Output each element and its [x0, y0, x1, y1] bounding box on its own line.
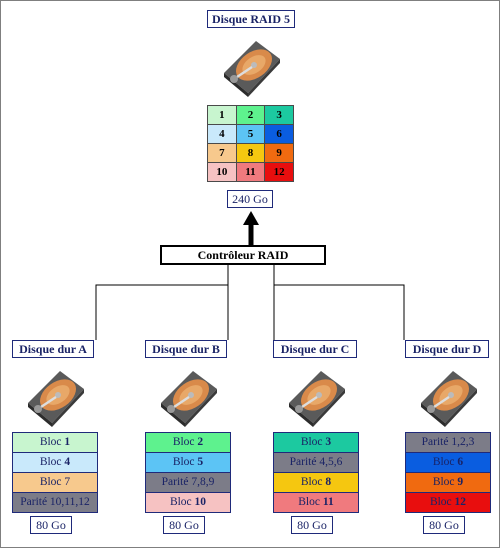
hard-disk-icon: [421, 371, 477, 427]
raid-cell: 11: [235, 162, 266, 182]
raid-cell: 9: [264, 143, 294, 163]
block-row: Bloc 8: [274, 473, 358, 493]
disk-title: Disque dur D: [405, 340, 489, 358]
disk-capacity: 80 Go: [30, 516, 72, 534]
raid-cell: 5: [235, 124, 266, 144]
hard-disk-icon: [28, 371, 84, 427]
block-row: Bloc 7: [13, 473, 97, 493]
raid-title: Disque RAID 5: [207, 10, 295, 28]
block-row: Bloc 2: [146, 433, 230, 453]
raid-cell: 10: [207, 162, 237, 182]
disk-capacity: 80 Go: [423, 516, 465, 534]
block-row: Bloc 12: [406, 493, 490, 512]
raid-block-grid: 1 2 3 4 5 6 7 8 9 10 11 12: [207, 105, 294, 182]
disk-capacity: 80 Go: [163, 516, 205, 534]
arrow-head: [243, 211, 259, 225]
block-row: Bloc 4: [13, 453, 97, 473]
block-row: Bloc 11: [274, 493, 358, 512]
raid-cell: 7: [207, 143, 237, 163]
block-row: Bloc 10: [146, 493, 230, 512]
raid-controller: Contrôleur RAID: [160, 245, 326, 265]
hard-disk-icon: [289, 371, 345, 427]
disk-title: Disque dur B: [145, 340, 227, 358]
block-row: Bloc 5: [146, 453, 230, 473]
raid-cell: 6: [264, 124, 294, 144]
hard-disk-icon: [224, 41, 280, 97]
raid-capacity: 240 Go: [227, 190, 273, 208]
disk-title: Disque dur C: [273, 340, 357, 358]
hard-disk-icon: [161, 371, 217, 427]
raid-cell: 1: [207, 105, 237, 125]
raid-cell: 8: [235, 143, 266, 163]
disk-capacity: 80 Go: [291, 516, 333, 534]
block-row: Parité 4,5,6: [274, 453, 358, 473]
block-row: Bloc 1: [13, 433, 97, 453]
raid-cell: 2: [235, 105, 266, 125]
block-row: Parité 1,2,3: [406, 433, 490, 453]
raid-cell: 3: [264, 105, 294, 125]
block-row: Parité 10,11,12: [13, 493, 97, 512]
raid-cell: 12: [264, 162, 294, 182]
disk-title: Disque dur A: [12, 340, 94, 358]
raid-cell: 4: [207, 124, 237, 144]
block-row: Bloc 3: [274, 433, 358, 453]
block-row: Bloc 6: [406, 453, 490, 473]
block-row: Parité 7,8,9: [146, 473, 230, 493]
block-row: Bloc 9: [406, 473, 490, 493]
